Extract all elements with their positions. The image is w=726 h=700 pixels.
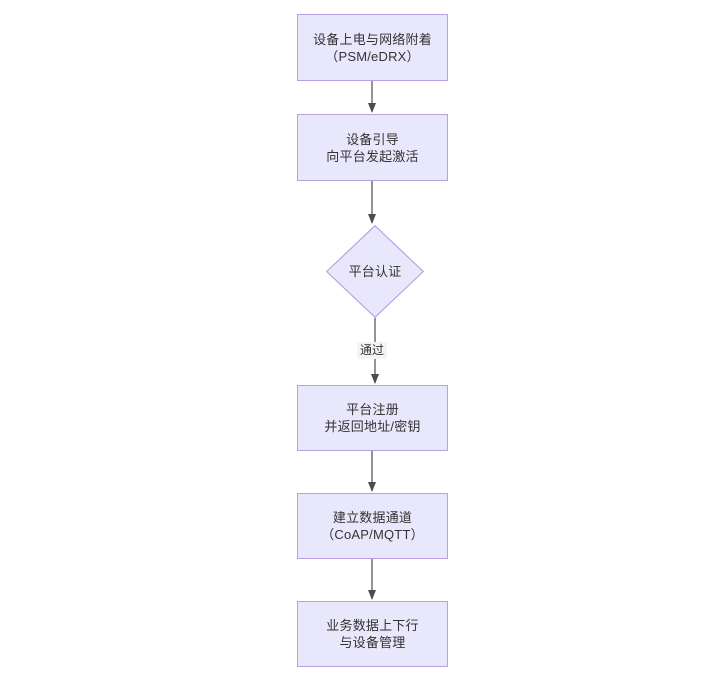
node-label: 设备引导 向平台发起激活 [326,131,419,164]
node-label: 平台注册 并返回地址/密钥 [324,402,421,434]
node-label: 设备上电与网络附着 （PSM/eDRX） [313,31,432,64]
node-platform-registration[interactable]: 平台注册 并返回地址/密钥 [297,385,448,451]
node-label: 业务数据上下行 与设备管理 [326,618,419,650]
node-establish-data-channel[interactable]: 建立数据通道 （CoAP/MQTT） [297,493,448,559]
node-business-data-and-device-management[interactable]: 业务数据上下行 与设备管理 [297,601,448,667]
node-label: 建立数据通道 （CoAP/MQTT） [321,510,424,542]
edge-label-pass: 通过 [357,342,388,359]
node-label: 平台认证 [348,264,402,279]
node-device-bootstrap[interactable]: 设备引导 向平台发起激活 [297,114,448,181]
diamond-shape-icon [326,225,424,318]
node-platform-authentication[interactable]: 平台认证 [326,225,424,318]
node-device-power-on[interactable]: 设备上电与网络附着 （PSM/eDRX） [297,14,448,81]
